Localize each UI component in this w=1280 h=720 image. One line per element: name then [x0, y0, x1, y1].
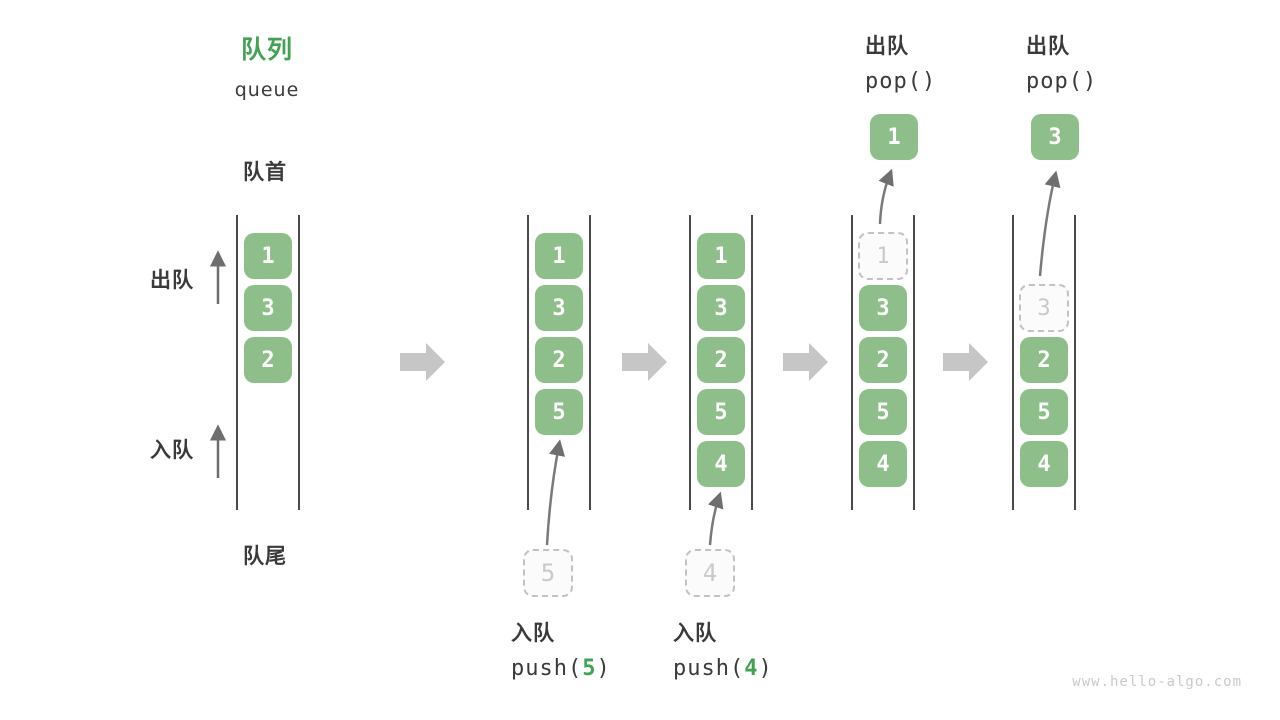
- operation-code-label: pop(): [1026, 69, 1097, 94]
- operation-code-label: push(4): [673, 656, 773, 681]
- dequeue-side-label: 出队: [150, 268, 194, 292]
- queue-item-box: 4: [859, 441, 907, 487]
- queue-item-box: 3: [244, 285, 292, 331]
- queue-wall-left: [851, 215, 853, 510]
- block-arrow-right-icon: [400, 343, 445, 381]
- queue-wall-left: [527, 215, 529, 510]
- popped-item-box: 3: [1031, 114, 1079, 160]
- queue-item-box: 1: [697, 233, 745, 279]
- queue-item-box: 3: [697, 285, 745, 331]
- queue-rear-label: 队尾: [243, 544, 287, 568]
- operation-code-arg: 4: [744, 656, 759, 681]
- popped-item-box: 1: [870, 114, 918, 160]
- queue-item-box: 2: [697, 337, 745, 383]
- operation-code-text: ): [596, 656, 611, 681]
- queue-item-box: 2: [859, 337, 907, 383]
- operation-name-label: 出队: [865, 34, 909, 58]
- queue-wall-right: [1074, 215, 1076, 510]
- operation-code-text: pop(): [1026, 69, 1098, 94]
- queue-item-box: 1: [244, 233, 292, 279]
- queue-wall-right: [751, 215, 753, 510]
- enqueue-operation-label: 入队 push(4): [673, 617, 773, 681]
- queue-item-box: 4: [697, 441, 745, 487]
- queue-wall-left: [236, 215, 238, 510]
- dequeue-operation-label: 出队 pop(): [1026, 30, 1097, 94]
- pending-item-box: 5: [523, 549, 573, 597]
- ghost-item-box: 1: [858, 232, 908, 280]
- queue-front-label: 队首: [243, 160, 287, 184]
- dequeue-operation-label: 出队 pop(): [865, 30, 936, 94]
- enqueue-side-label: 入队: [150, 438, 194, 462]
- queue-wall-left: [689, 215, 691, 510]
- operation-name-label: 入队: [673, 621, 717, 645]
- queue-wall-right: [298, 215, 300, 510]
- queue-wall-right: [913, 215, 915, 510]
- enqueue-operation-label: 入队 push(5): [511, 617, 611, 681]
- queue-item-box: 5: [859, 389, 907, 435]
- diagram-subtitle: queue: [234, 79, 300, 101]
- operation-code-label: push(5): [511, 656, 611, 681]
- queue-item-box: 2: [244, 337, 292, 383]
- queue-item-box: 4: [1020, 441, 1068, 487]
- queue-wall-left: [1012, 215, 1014, 510]
- operation-code-label: pop(): [865, 69, 936, 94]
- dequeue-arrow-icon: [1038, 170, 1061, 277]
- operation-name-label: 入队: [511, 621, 555, 645]
- block-arrow-right-icon: [943, 343, 988, 381]
- operation-code-text: push(: [673, 656, 745, 681]
- queue-item-box: 5: [535, 389, 583, 435]
- queue-item-box: 5: [1020, 389, 1068, 435]
- queue-item-box: 1: [535, 233, 583, 279]
- ghost-item-box: 3: [1019, 284, 1069, 332]
- queue-item-box: 3: [859, 285, 907, 331]
- watermark: www.hello-algo.com: [1072, 674, 1242, 690]
- diagram-title: 队列: [240, 35, 293, 64]
- queue-item-box: 2: [535, 337, 583, 383]
- operation-code-text: ): [758, 656, 773, 681]
- operation-code-text: pop(): [865, 69, 937, 94]
- operation-code-arg: 5: [582, 656, 597, 681]
- block-arrow-right-icon: [622, 343, 667, 381]
- dequeue-arrow-icon: [878, 168, 894, 225]
- diagram-header: 队列 queue: [197, 30, 337, 101]
- queue-item-box: 2: [1020, 337, 1068, 383]
- enqueue-arrow-icon: [707, 491, 724, 546]
- queue-item-box: 3: [535, 285, 583, 331]
- operation-name-label: 出队: [1026, 34, 1070, 58]
- block-arrow-right-icon: [783, 343, 828, 381]
- pending-item-box: 4: [685, 549, 735, 597]
- enqueue-arrow-icon: [545, 439, 565, 546]
- queue-item-box: 5: [697, 389, 745, 435]
- operation-code-text: push(: [511, 656, 583, 681]
- queue-wall-right: [589, 215, 591, 510]
